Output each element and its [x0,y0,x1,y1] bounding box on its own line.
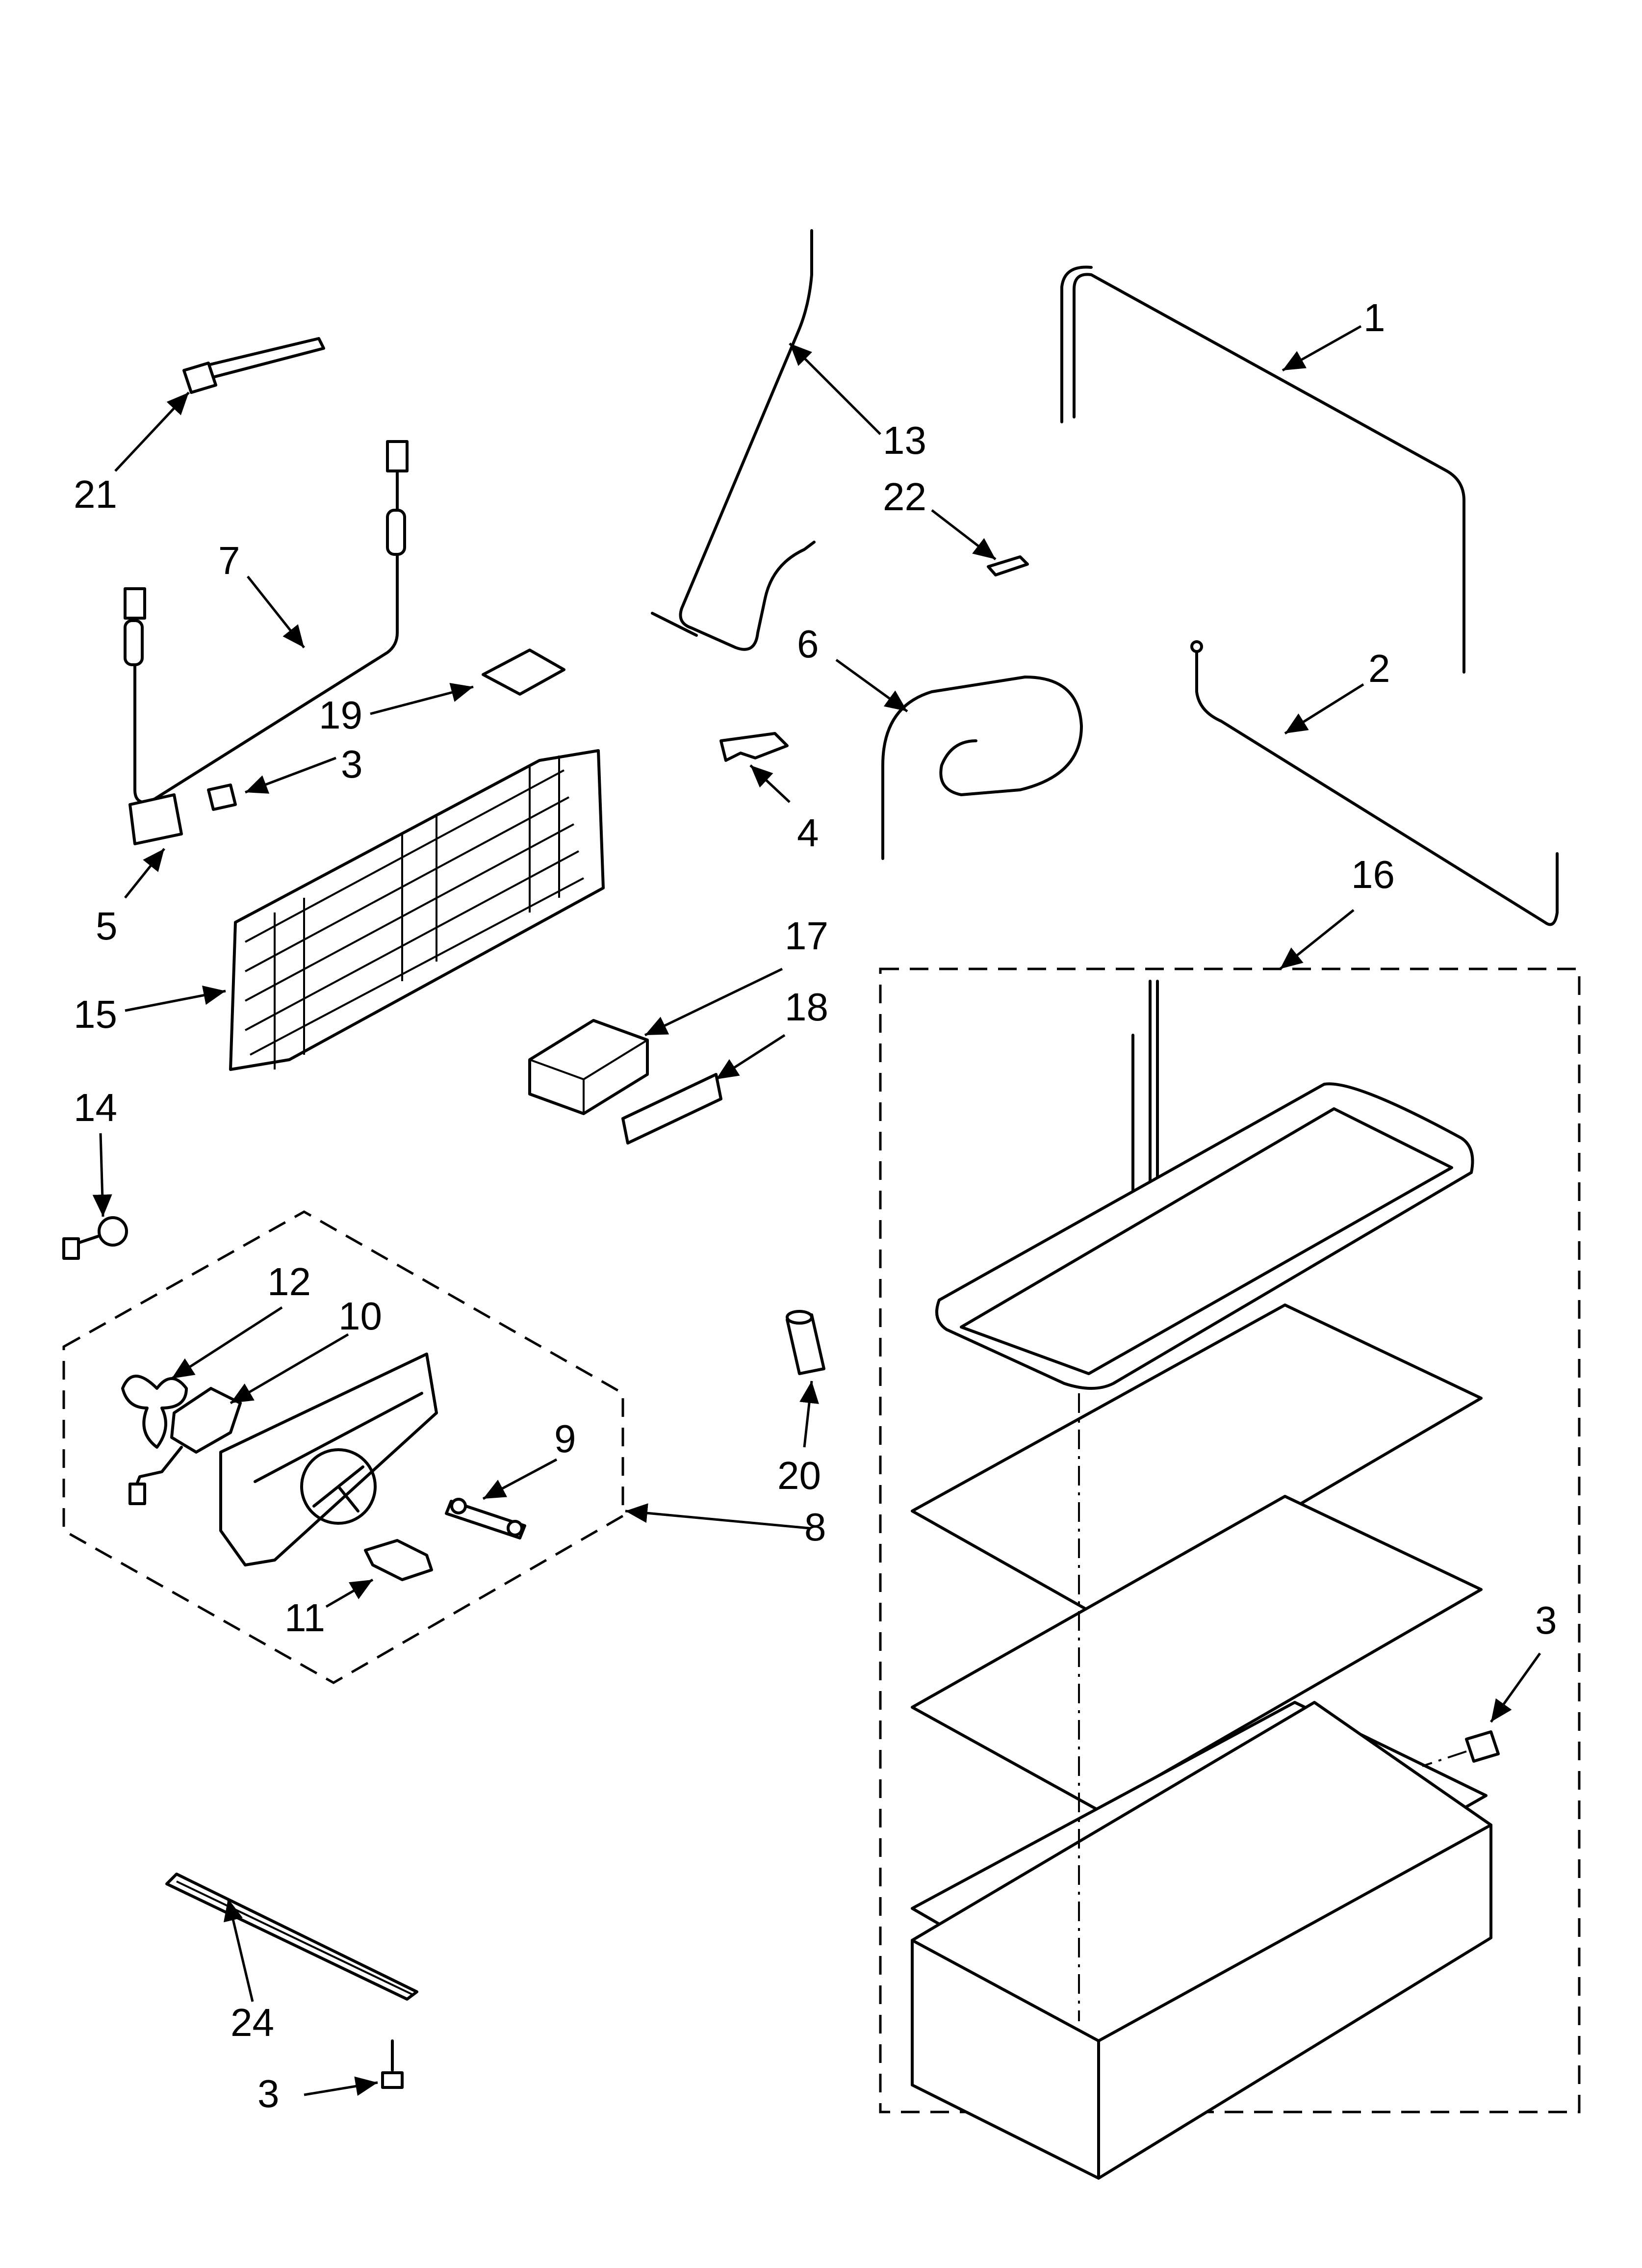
part-9-link [445,1498,526,1539]
callout-12: 12 [267,1260,311,1303]
part-20-sleeve [786,1310,825,1375]
part-3-screw-bottom [381,2039,404,2089]
callout-3-right: 3 [1535,1598,1557,1642]
part-17-bracket [528,1019,649,1115]
callout-4: 4 [797,811,819,855]
callout-14: 14 [74,1086,117,1129]
part-5-bracket [128,793,183,845]
part-14-sensor [62,1216,128,1260]
callout-19: 19 [319,693,362,737]
callout-1: 1 [1363,296,1385,339]
leader-lines [92,325,1541,2096]
callout-9: 9 [554,1417,576,1460]
part-21-cable-tie [182,337,325,394]
callout-10: 10 [338,1294,382,1338]
part-22-clip [987,555,1029,576]
callout-5: 5 [96,904,118,948]
part-13-tube [651,229,816,651]
callout-15: 15 [74,992,117,1036]
part-10-motor [128,1387,242,1505]
callout-7: 7 [218,539,240,582]
part-15-evaporator [229,749,605,1071]
part-3-screw-right [1422,1730,1500,1767]
callout-24: 24 [231,2001,274,2044]
part-19-pad [482,649,565,696]
callout-21: 21 [74,472,117,516]
callout-6: 6 [797,622,819,666]
part-8-fan-assembly [62,1210,624,1684]
part-3-screw-upper [207,783,237,811]
callout-3-upper: 3 [341,742,363,786]
callout-20: 20 [777,1454,821,1497]
callout-labels: 1 2 13 22 6 4 21 7 19 3 5 15 17 18 16 14… [74,296,1557,2115]
callout-17: 17 [785,914,828,958]
part-12-fan-blade [121,1375,188,1449]
part-7-wire-harness [124,440,409,804]
part-4-clip [719,732,789,762]
callout-11: 11 [284,1596,325,1640]
callout-2: 2 [1368,647,1390,690]
part-24-strip [165,1873,418,2001]
part-6-tube [881,676,1083,860]
part-18-plate [621,1073,722,1145]
callout-16: 16 [1351,853,1395,896]
callout-13: 13 [883,418,926,462]
callout-8: 8 [804,1505,826,1549]
callout-22: 22 [883,475,926,519]
part-2-tube [1190,640,1559,926]
part-16-pan-assembly [879,967,1581,2180]
part-11-clip [364,1539,433,1581]
callout-18: 18 [785,985,828,1029]
callout-3-bottom: 3 [257,2072,280,2115]
part-1-tube [1060,265,1465,674]
